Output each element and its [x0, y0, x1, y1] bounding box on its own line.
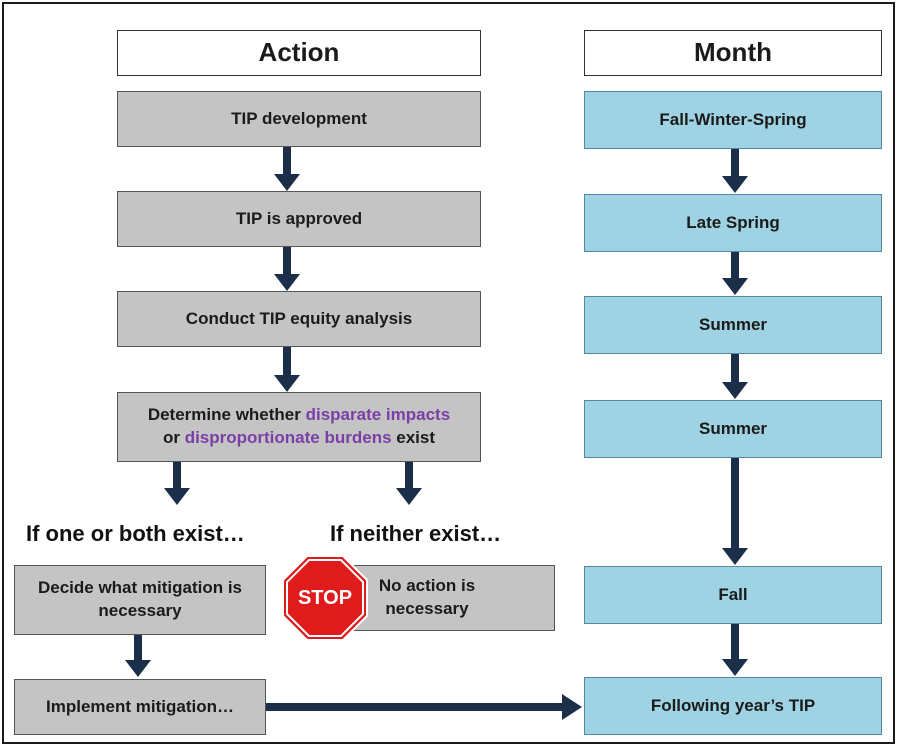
determine-text-part2: or — [162, 428, 185, 447]
month-header: Month — [584, 30, 882, 76]
determine-impacts-text: Determine whether disparate impacts or d… — [148, 404, 450, 450]
disproportionate-burdens-term: disproportionate burdens — [184, 428, 392, 447]
month-fall-winter-spring: Fall-Winter-Spring — [584, 91, 882, 149]
implement-mitigation-box: Implement mitigation… — [14, 679, 266, 735]
determine-text-part1: Determine whether — [147, 405, 306, 425]
month-summer-2: Summer — [584, 400, 882, 458]
decide-mitigation-box: Decide what mitigation is necessary — [14, 565, 266, 635]
month-late-spring: Late Spring — [584, 194, 882, 252]
stop-sign-label: STOP — [297, 586, 353, 609]
tip-development-box: TIP development — [117, 91, 481, 147]
stop-sign-icon: STOP — [282, 555, 368, 641]
action-header: Action — [117, 30, 481, 76]
month-fall: Fall — [584, 566, 882, 624]
tip-approved-box: TIP is approved — [117, 191, 481, 247]
month-following-year-tip: Following year’s TIP — [584, 677, 882, 735]
equity-analysis-box: Conduct TIP equity analysis — [117, 291, 481, 347]
disparate-impacts-term: disparate impacts — [305, 405, 451, 425]
month-summer-1: Summer — [584, 296, 882, 354]
determine-text-part3: exist — [391, 428, 436, 447]
determine-impacts-box: Determine whether disparate impacts or d… — [117, 392, 481, 462]
branch-label-one-or-both: If one or both exist… — [26, 521, 245, 546]
branch-label-neither: If neither exist… — [330, 521, 502, 546]
